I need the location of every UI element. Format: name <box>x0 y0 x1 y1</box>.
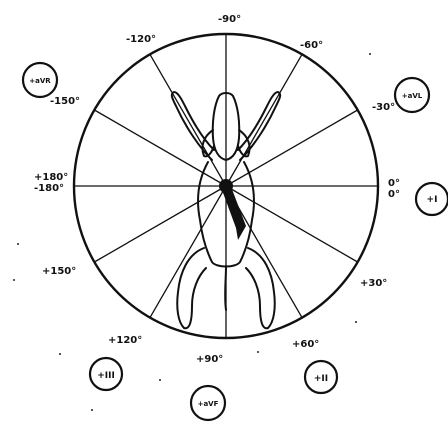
speck <box>355 321 357 323</box>
lead-avr-label: +aVR <box>29 77 51 85</box>
angle-label-right-upper: -30° <box>372 102 395 113</box>
angle-label-upper-right: -60° <box>300 40 323 51</box>
angle-label-zero-b: 0° <box>388 189 400 200</box>
angle-label-zero-a: 0° <box>388 178 400 189</box>
angle-labels: -90° -120° -60° -150° -30° 0° 0° +180° -… <box>34 14 400 365</box>
dog-tail <box>225 266 226 310</box>
angle-label-180-b: -180° <box>34 183 64 194</box>
dog-hindleg-right <box>246 248 275 328</box>
angle-label-left-upper: -150° <box>50 96 80 107</box>
spoke-120 <box>150 186 226 318</box>
angle-label-upper-left: -120° <box>126 34 156 45</box>
speck <box>369 53 371 55</box>
angle-label-left-lower: +150° <box>42 266 76 277</box>
spoke-minus30 <box>226 110 358 186</box>
angle-label-top: -90° <box>218 14 241 25</box>
spoke-minus150 <box>94 110 226 186</box>
speck <box>159 379 161 381</box>
lead-avl-label: +aVL <box>402 92 423 100</box>
speck <box>59 353 61 355</box>
speck <box>17 243 19 245</box>
angle-label-bottom: +90° <box>196 354 223 365</box>
speck <box>13 279 15 281</box>
lead-i-label: +I <box>427 195 438 205</box>
angle-label-lower-left: +120° <box>108 335 142 346</box>
lead-labels: +aVR +aVL +I +aVF +II +III <box>29 77 437 408</box>
lead-iii-label: +III <box>97 371 115 381</box>
lead-avf-label: +aVF <box>198 400 219 408</box>
spoke-minus60 <box>226 54 302 186</box>
spoke-minus120 <box>150 54 226 186</box>
speck <box>91 409 93 411</box>
angle-label-lower-right: +60° <box>292 339 319 350</box>
angle-label-right-lower: +30° <box>360 278 387 289</box>
angle-label-180-a: +180° <box>34 172 68 183</box>
dog-hindleg-left <box>177 248 206 328</box>
lead-ii-label: +II <box>314 374 328 384</box>
speck <box>257 351 259 353</box>
lead-markers <box>23 63 448 420</box>
